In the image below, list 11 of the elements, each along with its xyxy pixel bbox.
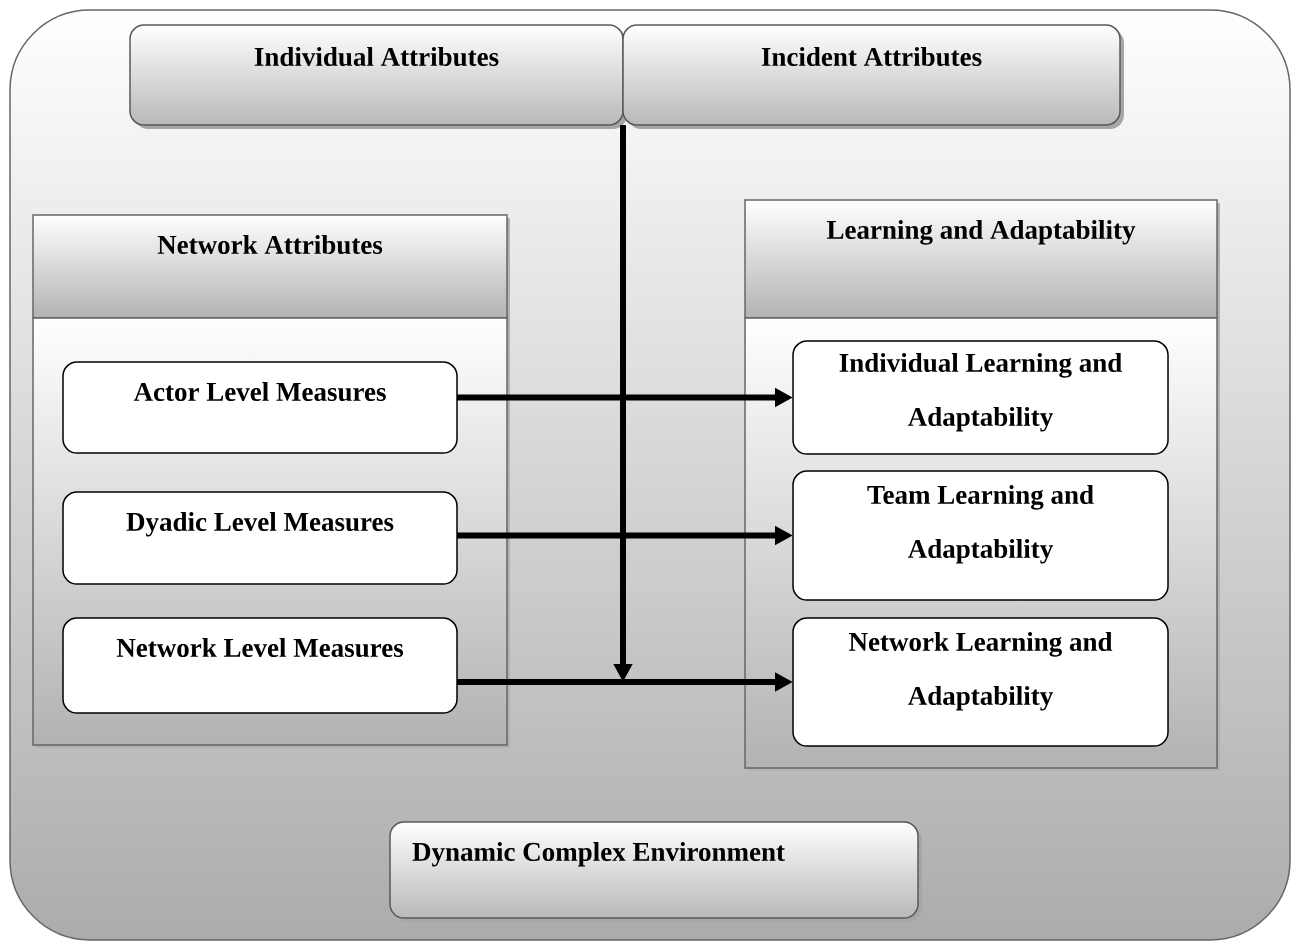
panel-header: Learning and Adaptability (744, 199, 1220, 321)
measure-box: Actor Level Measures (62, 361, 458, 454)
panel-header: Network Attributes (32, 214, 510, 321)
attribute-box: Individual Attributes (129, 24, 627, 129)
measure-box: Network Level Measures (62, 617, 458, 714)
measure-box: Network Learning and Adaptability (792, 617, 1169, 747)
measure-box: Team Learning and Adaptability (792, 470, 1169, 601)
attribute-box: Incident Attributes (622, 24, 1124, 129)
attribute-box: Dynamic Complex Environment (389, 821, 922, 922)
measure-box: Dyadic Level Measures (62, 491, 458, 585)
measure-box: Individual Learning and Adaptability (792, 340, 1169, 455)
